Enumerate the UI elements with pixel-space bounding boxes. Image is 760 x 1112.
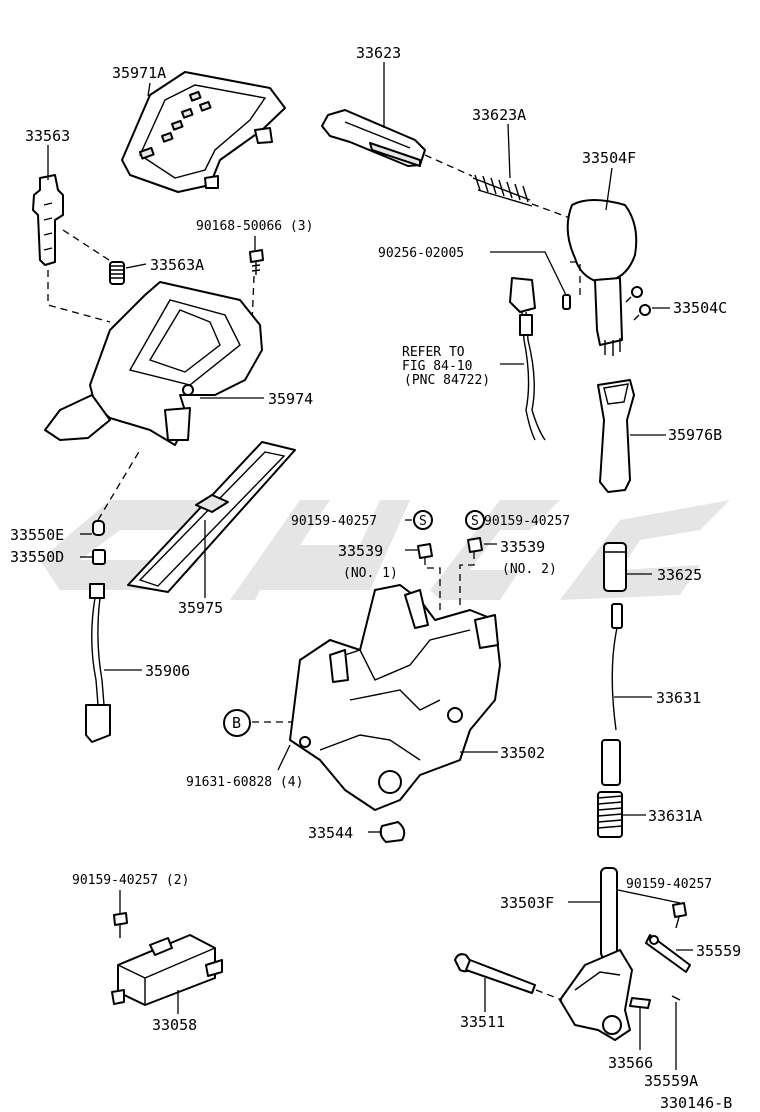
label-no2: (NO. 2) (502, 562, 557, 577)
label-33503F: 33503F (500, 894, 554, 912)
part-90159-40257-bolt-left (113, 912, 128, 938)
label-33623A: 33623A (472, 106, 526, 124)
label-91631: 91631-60828 (4) (186, 775, 303, 790)
label-90159-d: 90159-40257 (626, 877, 712, 892)
label-33631A: 33631A (648, 807, 702, 825)
label-33539-no1: 33539 (338, 542, 383, 560)
part-33544-bushing (379, 821, 406, 843)
label-35559A: 35559A (644, 1072, 698, 1090)
part-labels: 35971A 33623 33623A 33504F 33563 90168-5… (10, 44, 741, 1112)
part-33623A-spring (472, 174, 533, 207)
part-33623-shift-button (321, 109, 426, 167)
label-35976B: 35976B (668, 426, 722, 444)
label-35975: 35975 (178, 599, 223, 617)
label-33563A: 33563A (150, 256, 204, 274)
label-35906: 35906 (145, 662, 190, 680)
part-33504F-shift-knob (566, 199, 638, 356)
b-mark (223, 709, 251, 737)
part-33539-screws (417, 537, 483, 559)
label-33625: 33625 (657, 566, 702, 584)
label-33511: 33511 (460, 1013, 505, 1031)
label-no1: (NO. 1) (343, 566, 398, 581)
label-33504F: 33504F (582, 149, 636, 167)
part-33631A-spring (597, 791, 623, 838)
label-90159-c: 90159-40257 (2) (72, 873, 189, 888)
label-33504C: 33504C (673, 299, 727, 317)
part-35975-cover-strip (127, 441, 296, 593)
label-33623: 33623 (356, 44, 401, 62)
label-s-mark-1: S (419, 514, 427, 529)
label-90168: 90168-50066 (3) (196, 219, 313, 234)
label-35559: 35559 (696, 942, 741, 960)
part-33566-pin (629, 997, 651, 1009)
label-35971A: 35971A (112, 64, 166, 82)
label-33550D: 33550D (10, 548, 64, 566)
label-refer-3: (PNC 84722) (404, 373, 490, 388)
part-33550E-bulb (92, 520, 105, 536)
part-90159-40257-bolt-right (672, 902, 687, 929)
part-35906-wire (85, 583, 111, 743)
label-33058: 33058 (152, 1016, 197, 1034)
part-33563A-spring (109, 261, 125, 285)
label-33550E: 33550E (10, 526, 64, 544)
part-33563-lock-pin (32, 174, 64, 266)
part-90256-02005-pin (562, 294, 571, 310)
label-90256: 90256-02005 (378, 246, 464, 261)
label-refer-2: FIG 84-10 (402, 359, 472, 374)
part-33511-bolt (454, 953, 536, 994)
part-35971A-indicator-plate (121, 71, 286, 193)
s-mark-2 (465, 510, 485, 530)
part-35974-housing (44, 281, 263, 446)
label-33566: 33566 (608, 1054, 653, 1072)
label-33631: 33631 (656, 689, 701, 707)
label-b-mark: B (232, 714, 241, 732)
label-33539-no2: 33539 (500, 538, 545, 556)
part-33504C-screws (625, 286, 651, 321)
figure-id: 330146-B (660, 1094, 732, 1112)
label-refer-1: REFER TO (402, 345, 465, 360)
part-33550D-socket (92, 549, 106, 565)
wire-harness-refer (509, 277, 546, 441)
part-33503F-shift-lever (559, 867, 633, 1041)
part-33502-bracket (289, 584, 501, 811)
label-33563: 33563 (25, 127, 70, 145)
label-35974: 35974 (268, 390, 313, 408)
label-33544: 33544 (308, 824, 353, 842)
part-90168-50066-bolt (249, 249, 264, 275)
part-35559-clip (645, 934, 691, 973)
s-mark-1 (413, 510, 433, 530)
label-90159-a: 90159-40257 (291, 514, 377, 529)
label-s-mark-2: S (471, 514, 479, 529)
part-35976B-boot (597, 379, 635, 493)
part-35559A-clip (671, 995, 681, 1001)
part-33058-control-unit (111, 934, 223, 1006)
part-33631-rod (601, 603, 623, 786)
part-33625-bushing (603, 542, 627, 592)
label-90159-b: 90159-40257 (484, 514, 570, 529)
label-33502: 33502 (500, 744, 545, 762)
